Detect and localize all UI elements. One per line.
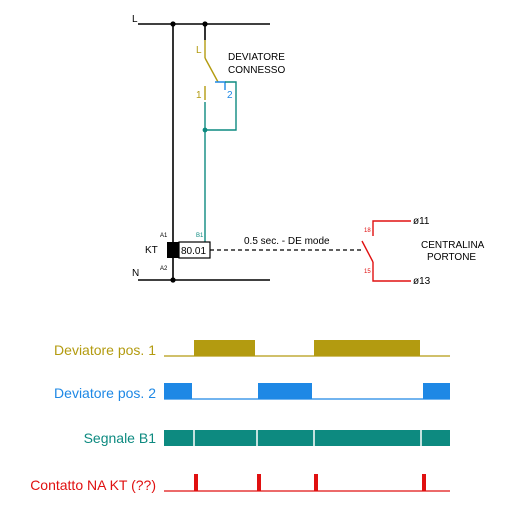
contact-pin-18: 18 — [364, 228, 371, 234]
switch-pos2-label: 2 — [227, 90, 233, 101]
contact-pin-15: 15 — [364, 269, 371, 275]
switch-common-label: L — [196, 45, 202, 56]
switch-title-line1: DEVIATORE — [228, 52, 285, 63]
switch-pos2-contact — [215, 81, 226, 90]
terminal-11: ø11 — [413, 216, 430, 227]
relay-model: 80.01 — [181, 246, 206, 257]
timing-pulse-pos1 — [314, 340, 420, 356]
switch-pos1-label: 1 — [196, 90, 202, 101]
timing-signal-b1 — [164, 430, 450, 446]
relay-pin-a1: A1 — [160, 233, 168, 239]
junction-dot-bottom — [170, 277, 176, 283]
rail-l-label: L — [132, 14, 138, 25]
relay-name: KT — [145, 245, 158, 256]
timing-pulse-pos1 — [194, 340, 255, 356]
timing-pulse-kt — [422, 474, 426, 491]
contact-bottom-wire — [372, 262, 411, 282]
terminal-13: ø13 — [413, 276, 431, 287]
relay-pin-a2: A2 — [160, 266, 168, 272]
pos2-return-wire — [205, 81, 237, 131]
timing-pulse-kt — [257, 474, 261, 491]
timing-label-kt: Contatto NA KT (??) — [30, 477, 156, 493]
relay-body — [167, 242, 179, 258]
switch-lever — [204, 57, 219, 83]
timing-pulse-kt — [194, 474, 198, 491]
rail-n-label: N — [132, 268, 139, 279]
switch-title-line2: CONNESSO — [228, 65, 285, 76]
target-line2: PORTONE — [427, 252, 476, 263]
junction-dot-top-left — [170, 21, 176, 27]
relay-mode-label: 0.5 sec. - DE mode — [244, 236, 330, 247]
target-line1: CENTRALINA — [421, 240, 485, 251]
junction-dot-teal — [202, 127, 208, 133]
relay-pin-b1: B1 — [196, 233, 204, 239]
contact-top-wire — [372, 220, 411, 236]
timing-pulse-kt — [314, 474, 318, 491]
timing-pulse-pos2 — [164, 383, 192, 399]
timing-label-b1: Segnale B1 — [84, 430, 157, 446]
timing-label-pos1: Deviatore pos. 1 — [54, 342, 156, 358]
timing-pulse-pos2 — [423, 383, 450, 399]
contact-blade — [361, 240, 374, 263]
timing-label-pos2: Deviatore pos. 2 — [54, 385, 156, 401]
timing-pulse-pos2 — [258, 383, 312, 399]
